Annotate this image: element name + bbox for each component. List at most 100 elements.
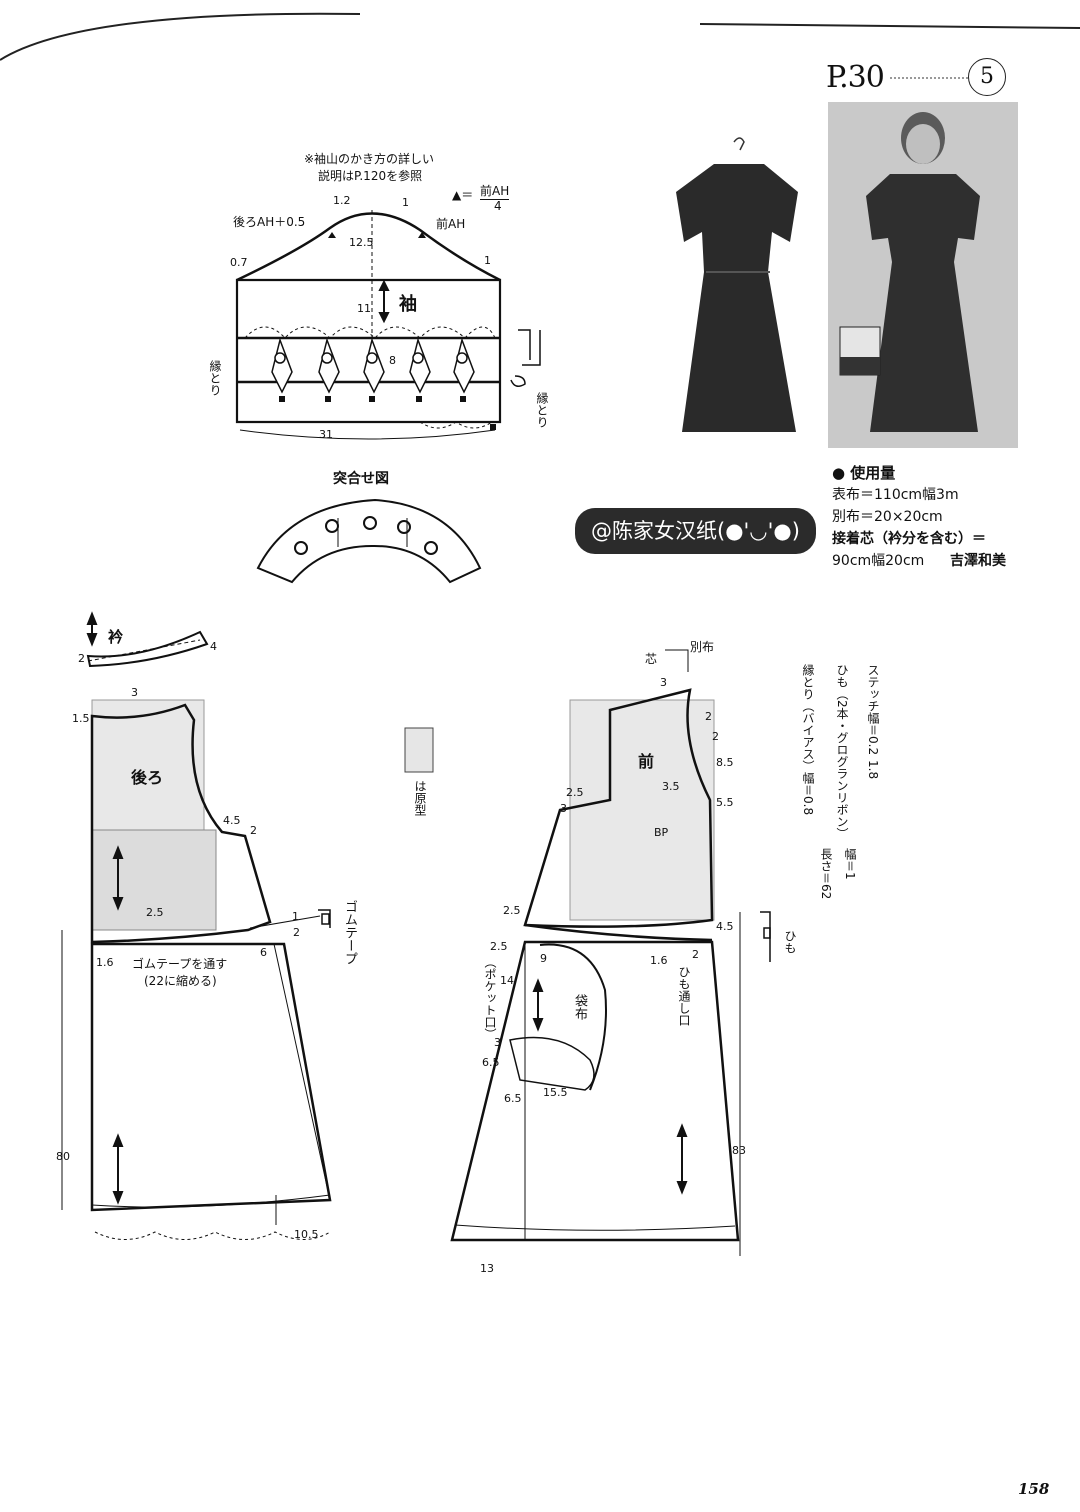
front-pattern: [450, 649, 741, 1256]
watermark-badge: @陈家女汉纸(●'◡'●): [575, 508, 816, 554]
sleeve-markers: [279, 232, 496, 430]
sleeve-grainline: [378, 279, 390, 324]
back-dim-4-5: 4.5: [223, 814, 241, 827]
tie-detail: [760, 911, 771, 962]
item-number-badge: 5: [968, 58, 1006, 96]
materials-title: ● 使用量: [832, 464, 896, 482]
dim-12-5: 12.5: [349, 236, 374, 249]
dim-11: 11: [357, 302, 371, 315]
front-dim-13: 13: [480, 1262, 494, 1275]
back-dim-2: 2: [250, 824, 257, 837]
sleeve-note-line2: 説明はP.120を参照: [318, 169, 423, 183]
front-grainlines: [532, 978, 688, 1195]
back-pattern: [61, 699, 332, 1240]
elastic-label: ゴムテープ: [342, 900, 357, 965]
sleeve-note-line1: ※袖山のかき方の詳しい: [304, 152, 435, 166]
model-photo: [828, 102, 1018, 448]
tie-channel-label: ひも通し口: [677, 966, 691, 1026]
front-dim-14: 14: [500, 974, 514, 987]
tie-length: 長さ＝62: [819, 848, 833, 900]
materials-line1: 表布＝110cm幅3m: [832, 487, 959, 503]
stitch-note: ステッチ幅＝0.2: [866, 664, 880, 756]
stitch-note-2: 1.8: [866, 760, 880, 780]
collar-pattern: [86, 618, 209, 668]
page-edge-curve-right: [699, 23, 1080, 29]
front-dim-2-5c: 2.5: [490, 940, 508, 953]
tie-width: 幅＝1: [843, 848, 857, 880]
front-dim-15-5: 15.5: [543, 1086, 568, 1099]
page-edge-curve-left: [0, 12, 361, 61]
legend-front-ah: 前AH: [480, 184, 510, 200]
front-dim-2-5b: 2.5: [503, 904, 521, 917]
front-dim-6-5b: 6.5: [504, 1092, 522, 1105]
front-dim-1-6: 1.6: [650, 954, 668, 967]
elastic-note-2: (22に縮める): [144, 974, 217, 988]
back-dim-6: 6: [260, 946, 267, 959]
front-dim-9: 9: [540, 952, 547, 965]
front-dim-2a: 2: [705, 710, 712, 723]
pocket-bag-label: 袋布: [572, 994, 587, 1020]
binding-detail: [510, 329, 541, 387]
front-dim-3b: 3: [560, 802, 567, 815]
pattern-legend-label: は原型: [413, 780, 427, 816]
dim-1-a: 1: [402, 196, 409, 209]
dim-1-2: 1.2: [333, 194, 351, 207]
dim-0-7: 0.7: [230, 256, 248, 269]
collar-label: 衿: [108, 628, 124, 646]
front-dim-5-5: 5.5: [716, 796, 734, 809]
front-dim-2b: 2: [712, 730, 719, 743]
back-dim-3: 3: [131, 686, 138, 699]
page-reference: P.30: [826, 60, 885, 95]
back-ah-label: 後ろAH＋0.5: [233, 215, 306, 229]
sleeve-label: 袖: [399, 294, 417, 315]
front-label: 前: [638, 752, 655, 771]
back-dim-2-5: 2.5: [146, 906, 164, 919]
elastic-detail: [318, 909, 331, 928]
dress-flat-photo: [660, 132, 820, 444]
front-dim-3-5: 3.5: [662, 780, 680, 793]
tie-label: ひも: [783, 930, 797, 954]
back-dim-80: 80: [56, 1150, 70, 1163]
collar-dim-2: 2: [78, 652, 85, 665]
contrast-fabric-label: 別布: [690, 640, 715, 654]
sleeve-darts: [271, 337, 475, 394]
back-dim-2b: 2: [293, 926, 300, 939]
legend-divisor: 4: [494, 199, 502, 213]
front-dim-6-5a: 6.5: [482, 1056, 500, 1069]
binding-label-right: 縁とり: [535, 392, 549, 428]
front-ah-label: 前AH: [436, 217, 466, 231]
front-dim-3c: 3: [494, 1036, 501, 1049]
legend-triangle: ▲＝: [452, 188, 474, 202]
front-dim-8-5: 8.5: [716, 756, 734, 769]
front-dim-3a: 3: [660, 676, 667, 689]
collar-dim-4: 4: [210, 640, 217, 653]
bust-point-label: BP: [654, 826, 669, 839]
back-dim-1: 1: [292, 910, 299, 923]
back-grainlines: [86, 611, 124, 1205]
back-dim-1-5: 1.5: [72, 712, 90, 725]
front-dim-83: 83: [732, 1144, 746, 1157]
materials-line2: 別布＝20×20cm: [832, 509, 943, 525]
assembly-title: 突合せ図: [333, 471, 389, 487]
dim-31: 31: [319, 428, 333, 441]
pocket-mouth-label: （ポケット口）: [483, 956, 497, 1040]
front-dim-2-5a: 2.5: [566, 786, 584, 799]
dim-8: 8: [389, 354, 396, 367]
back-dim-1-6: 1.6: [96, 956, 114, 969]
designer-name: 吉澤和美: [950, 553, 1006, 569]
front-dim-2c: 2: [692, 948, 699, 961]
dim-1-b: 1: [484, 254, 491, 267]
elastic-note-1: ゴムテープを通す: [132, 957, 228, 971]
front-dim-4-5: 4.5: [716, 920, 734, 933]
materials-line4: 90cm幅20cm: [832, 553, 925, 569]
tie-note: ひも（2本・グログランリボン）: [835, 664, 849, 840]
binding-label-left: 縁とり: [208, 360, 222, 396]
bias-note: 縁とり（バイアス）幅＝0.8: [801, 664, 815, 816]
page-folio: 158: [1018, 1480, 1050, 1498]
back-dim-10-5: 10.5: [294, 1228, 319, 1241]
back-label: 後ろ: [131, 768, 164, 787]
pattern-legend-swatch: [404, 727, 434, 773]
materials-line3: 接着芯（衿分を含む）＝: [832, 531, 986, 547]
